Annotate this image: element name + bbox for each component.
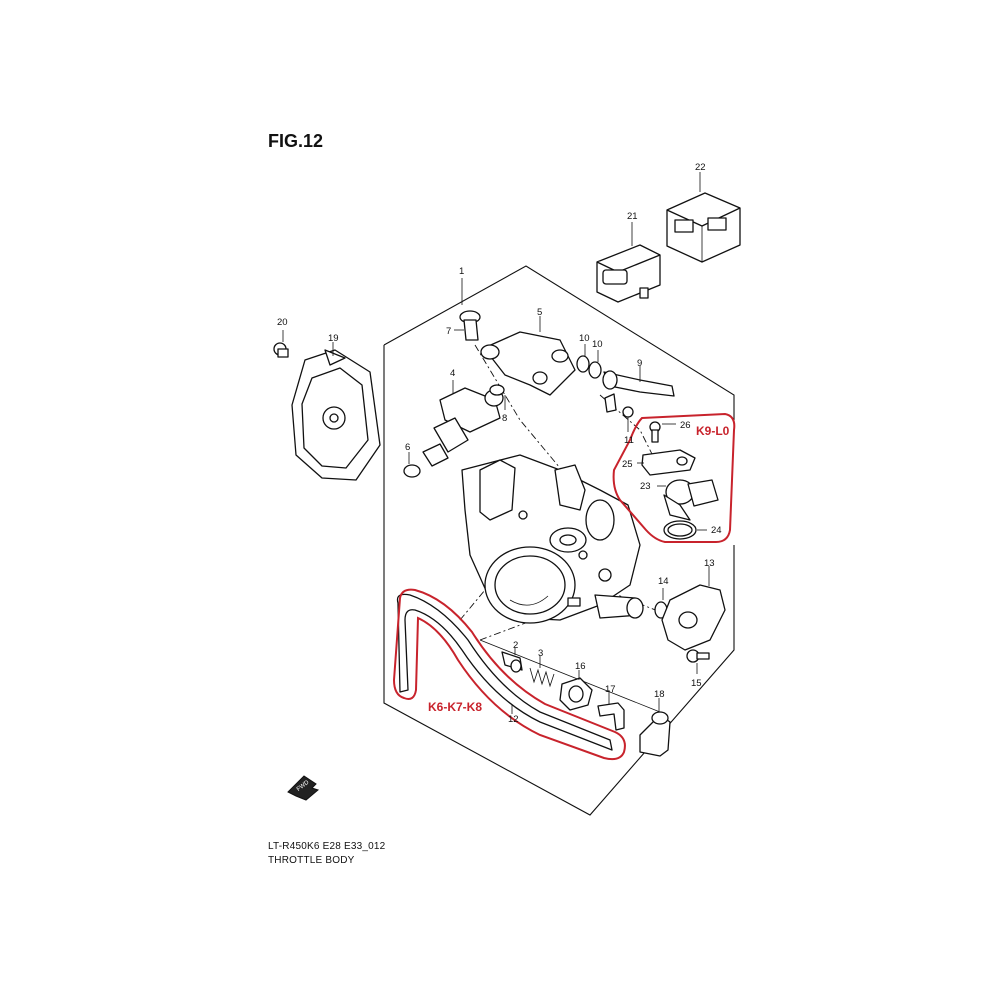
callout-23: 23 <box>640 481 651 492</box>
part-13-tps <box>661 566 726 651</box>
callout-19: 19 <box>328 333 339 344</box>
part-18-elbow <box>639 698 671 757</box>
part-20-screw <box>273 330 289 358</box>
part-11-screw <box>622 406 634 432</box>
variant-outline-k6-k7-k8 <box>392 588 626 761</box>
callout-10-a: 10 <box>579 333 590 344</box>
part-4-injector <box>422 380 504 467</box>
part-17-hose <box>597 690 625 731</box>
part-21-connector <box>596 222 661 303</box>
part-23-sensor <box>657 479 719 521</box>
assembly-frame <box>383 265 735 420</box>
variant-label-k9-l0: K9-L0 <box>696 424 730 438</box>
part-19-cover <box>291 342 381 481</box>
part-3-spring <box>529 656 555 688</box>
callout-1: 1 <box>459 266 464 277</box>
part-6-o-ring <box>403 452 421 478</box>
part-26-screw <box>649 421 676 443</box>
callout-6: 6 <box>405 442 410 453</box>
figure-title: FIG.12 <box>268 131 324 151</box>
part-25-plate <box>637 449 696 476</box>
callout-26: 26 <box>680 420 691 431</box>
part-16-adjuster <box>559 670 593 711</box>
part-9-fuel-pipe <box>602 366 675 413</box>
callout-13: 13 <box>704 558 715 569</box>
callout-18: 18 <box>654 689 665 700</box>
callout-2: 2 <box>513 640 518 651</box>
callout-8: 8 <box>502 413 507 424</box>
part-15-screw <box>686 649 710 674</box>
part-7-bolt <box>454 310 481 341</box>
callout-15: 15 <box>691 678 702 689</box>
guide-line <box>479 639 661 713</box>
callout-20: 20 <box>277 317 288 328</box>
part-5-delivery-pipe <box>480 316 576 396</box>
callout-10-b: 10 <box>592 339 603 350</box>
callout-14: 14 <box>658 576 669 587</box>
callout-5: 5 <box>537 307 542 318</box>
callout-16: 16 <box>575 661 586 672</box>
assembly-frame-bottom <box>383 345 735 816</box>
figure-subtitle: THROTTLE BODY <box>268 855 355 866</box>
part-2-idle-screw <box>501 648 523 673</box>
callout-3: 3 <box>538 648 543 659</box>
callout-11: 11 <box>624 435 634 446</box>
centerline-injector <box>474 344 571 481</box>
variant-label-k6-k7-k8: K6-K7-K8 <box>428 700 482 714</box>
callout-24: 24 <box>711 525 722 536</box>
callout-22: 22 <box>695 162 706 173</box>
part-10-o-rings <box>576 344 602 379</box>
part-8-o-ring <box>489 384 506 410</box>
part-22-connector <box>666 172 741 263</box>
callout-labels: 1 2 3 4 5 6 7 8 9 10 10 11 12 13 14 15 1… <box>277 162 722 725</box>
callout-12: 12 <box>508 714 519 725</box>
callout-7: 7 <box>446 326 451 337</box>
callout-25: 25 <box>622 459 633 470</box>
variant-outline-k9-l0 <box>612 412 736 543</box>
part-12-hose <box>396 593 613 751</box>
throttle-body <box>461 454 644 624</box>
callout-17: 17 <box>605 684 616 695</box>
callout-9: 9 <box>637 358 642 369</box>
model-code: LT-R450K6 E28 E33_012 <box>268 841 386 852</box>
part-24-o-ring <box>663 520 707 540</box>
callout-21: 21 <box>627 211 638 222</box>
fwd-arrow: FWD <box>287 775 320 801</box>
callout-4: 4 <box>450 368 455 379</box>
